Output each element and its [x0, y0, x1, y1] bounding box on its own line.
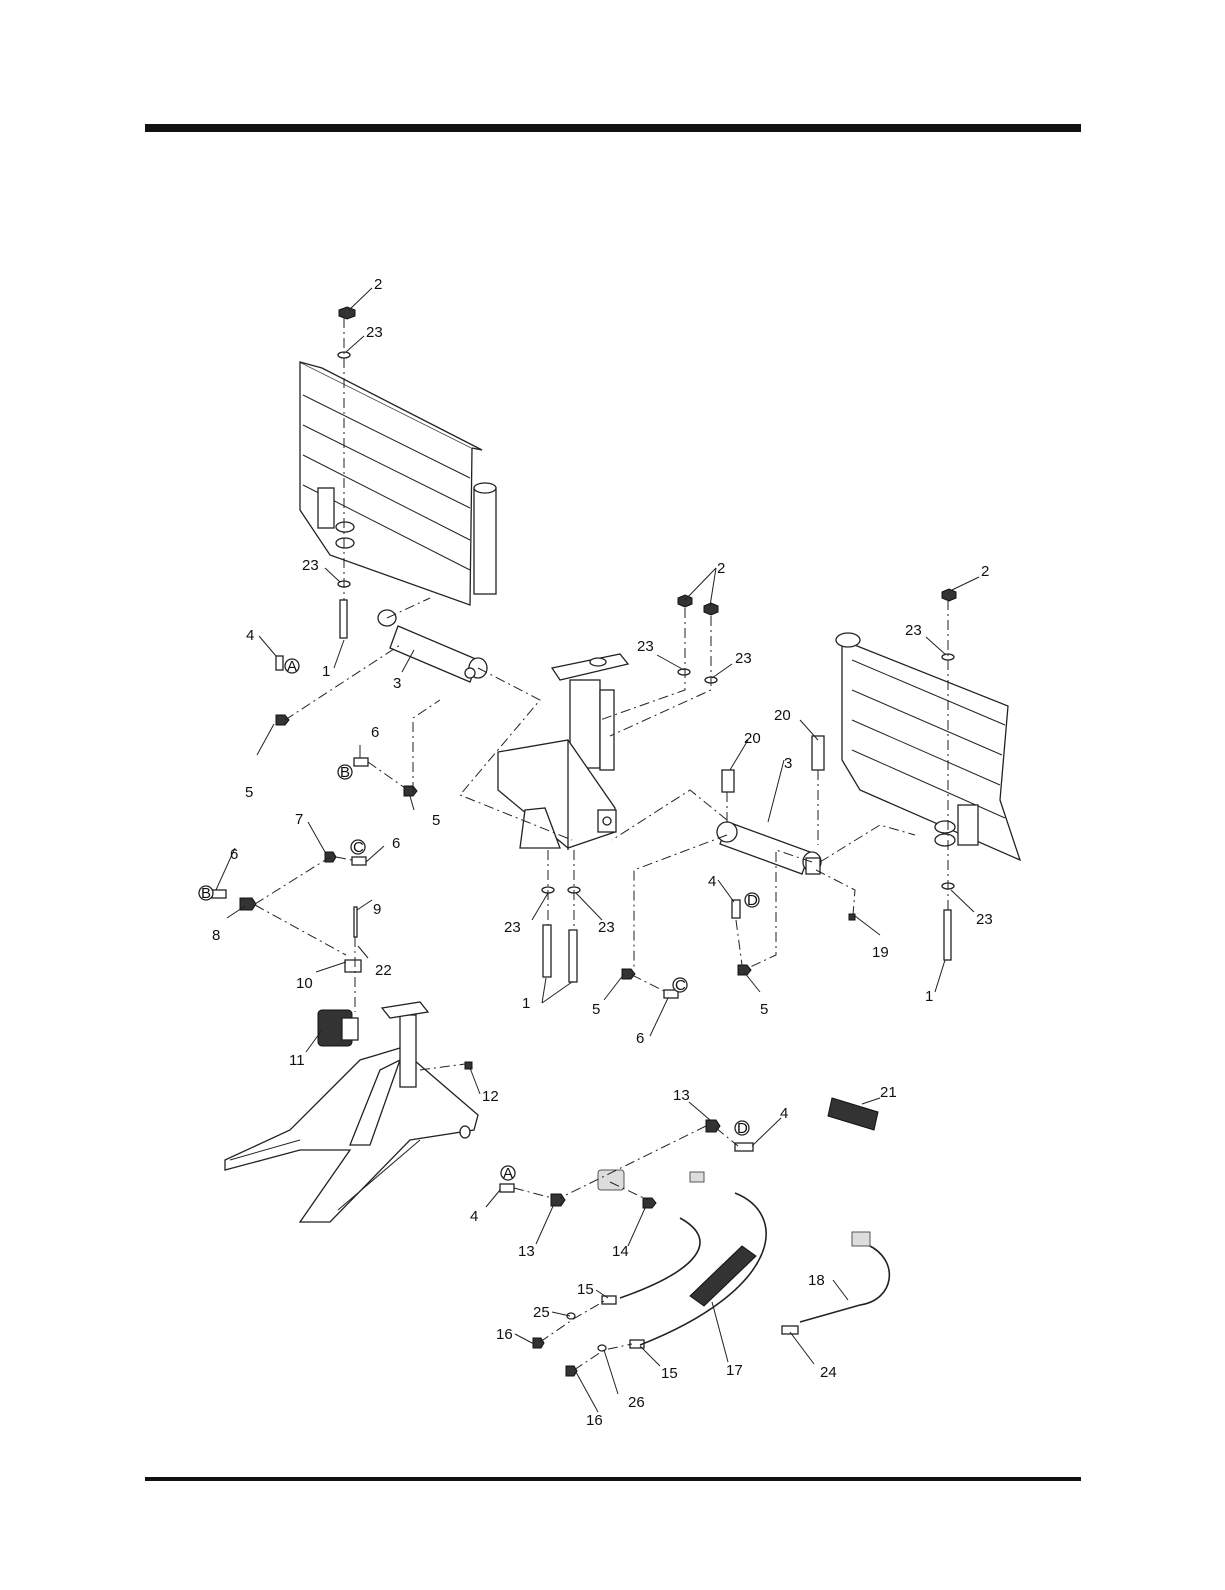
callout-23: 23: [637, 638, 654, 655]
callout-14: 14: [612, 1243, 629, 1260]
callout-15: 15: [661, 1365, 678, 1382]
callout-5: 5: [245, 784, 253, 801]
marker-A-lower-letter: A: [503, 1165, 513, 1182]
callout-10: 10: [296, 975, 313, 992]
callout-15: 15: [577, 1281, 594, 1298]
callout-13: 13: [518, 1243, 535, 1260]
hydraulic-cylinder-right: [717, 736, 824, 874]
callout-8: 8: [212, 927, 220, 944]
callout-23: 23: [976, 911, 993, 928]
footer-rule: [145, 1477, 1081, 1481]
callout-4: 4: [780, 1105, 788, 1122]
right-blade-wing: [836, 633, 1020, 860]
marker-A-lower: A: [501, 1165, 515, 1182]
callout-25: 25: [533, 1304, 550, 1321]
callout-6: 6: [392, 835, 400, 852]
callout-13: 13: [673, 1087, 690, 1104]
callout-26: 26: [628, 1394, 645, 1411]
marker-C-left-letter: C: [353, 839, 364, 856]
marker-A-upper-letter: A: [287, 658, 297, 675]
callout-4: 4: [246, 627, 254, 644]
callout-3: 3: [393, 675, 401, 692]
callout-23: 23: [302, 557, 319, 574]
callout-1: 1: [925, 988, 933, 1005]
marker-D-lower-letter: D: [737, 1120, 748, 1137]
callout-2: 2: [717, 560, 725, 577]
callout-5: 5: [760, 1001, 768, 1018]
marker-C-right-letter: C: [675, 977, 686, 994]
callout-18: 18: [808, 1272, 825, 1289]
center-mount: [498, 654, 628, 850]
marker-D-upper-letter: D: [747, 892, 758, 909]
callout-16: 16: [496, 1326, 513, 1343]
callout-5: 5: [432, 812, 440, 829]
hydraulic-cylinder-left: [378, 610, 487, 682]
callout-16: 16: [586, 1412, 603, 1429]
callout-19: 19: [872, 944, 889, 961]
callout-6: 6: [636, 1030, 644, 1047]
callout-20: 20: [744, 730, 761, 747]
callout-3: 3: [784, 755, 792, 772]
marker-B-left: B: [199, 885, 213, 902]
callout-23: 23: [504, 919, 521, 936]
marker-D-upper: D: [745, 892, 759, 909]
callout-6: 6: [230, 846, 238, 863]
callout-1: 1: [522, 995, 530, 1012]
callout-22: 22: [375, 962, 392, 979]
callout-24: 24: [820, 1364, 837, 1381]
marker-B-left-letter: B: [201, 885, 211, 902]
callout-23: 23: [598, 919, 615, 936]
callout-1: 1: [322, 663, 330, 680]
hydraulic-pump: [318, 1010, 358, 1046]
callout-23: 23: [366, 324, 383, 341]
left-blade-wing: [300, 362, 496, 605]
callout-20: 20: [774, 707, 791, 724]
callout-7: 7: [295, 811, 303, 828]
callout-9: 9: [373, 901, 381, 918]
callout-4: 4: [708, 873, 716, 890]
marker-B-upper-letter: B: [340, 764, 350, 781]
marker-C-right: C: [673, 977, 687, 994]
callout-5: 5: [592, 1001, 600, 1018]
callout-12: 12: [482, 1088, 499, 1105]
callout-23: 23: [735, 650, 752, 667]
marker-D-lower: D: [735, 1120, 749, 1137]
callout-6: 6: [371, 724, 379, 741]
callout-21: 21: [880, 1084, 897, 1101]
callout-23: 23: [905, 622, 922, 639]
marker-B-upper: B: [338, 764, 352, 781]
marker-C-left: C: [351, 839, 365, 856]
callout-4: 4: [470, 1208, 478, 1225]
hydraulic-hoses: [620, 1193, 889, 1345]
marker-A-upper: A: [285, 658, 299, 675]
callout-11: 11: [289, 1052, 305, 1069]
callout-2: 2: [374, 276, 382, 293]
callout-17: 17: [726, 1362, 743, 1379]
header-rule: [145, 124, 1081, 132]
callout-2: 2: [981, 563, 989, 580]
